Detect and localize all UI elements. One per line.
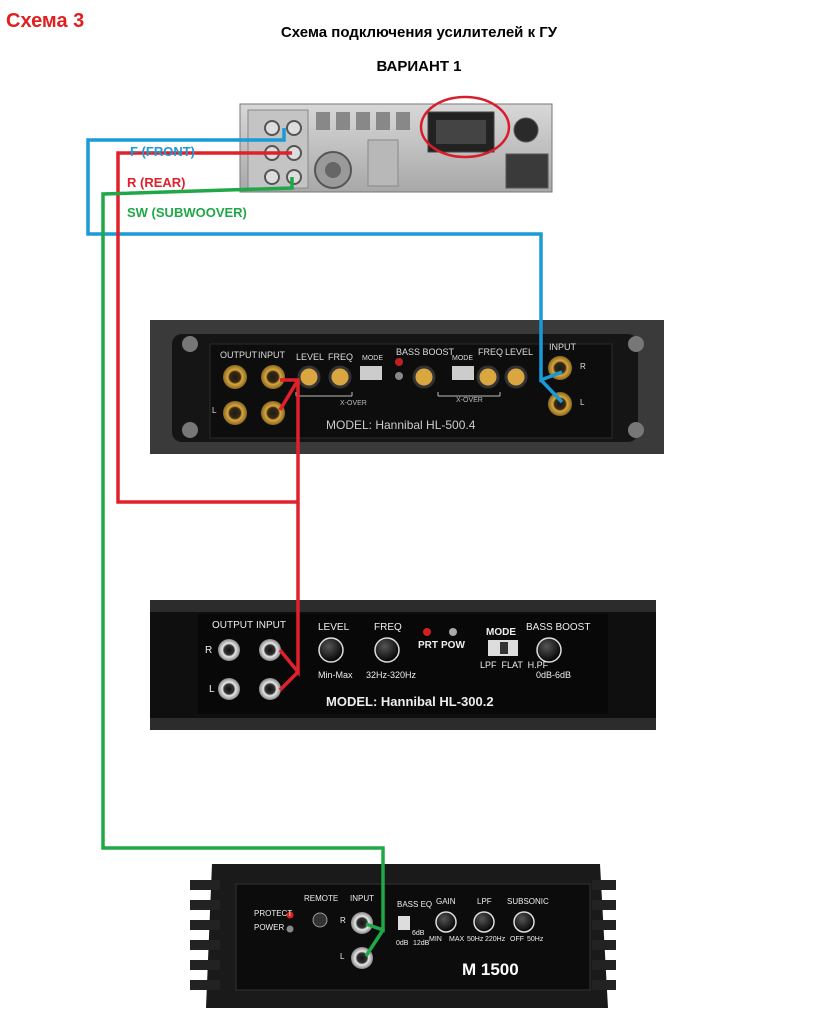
amp1-lpf-label: LPF xyxy=(477,897,492,906)
rca-front-icon xyxy=(264,120,280,136)
amp2-freq-label: FREQ xyxy=(374,622,402,633)
amp1-sub-off: OFF xyxy=(510,936,524,943)
amp1-power-label: POWER xyxy=(254,923,285,932)
amp4-l-out-label: L xyxy=(212,406,217,415)
amp1-bass-eq-label: BASS EQ xyxy=(397,900,433,909)
amp4-r-label: R xyxy=(580,362,586,371)
amp2-bass-boost-label: BASS BOOST xyxy=(526,622,591,633)
amp1-protect-label: PROTECT xyxy=(254,909,293,918)
amp1-gain-max: MAX xyxy=(449,936,465,943)
amp2-output-label: OUTPUT xyxy=(212,620,254,631)
amp4-freq-label: FREQ xyxy=(328,352,354,362)
variant-label: ВАРИАНТ 1 xyxy=(376,58,462,75)
amp1-input-label: INPUT xyxy=(350,894,374,903)
legend-sub: SW (SUBWOOVER) xyxy=(127,205,247,220)
amp2-input-label: INPUT xyxy=(256,620,286,631)
rca-front-icon xyxy=(286,120,302,136)
diagram-title: Схема подключения усилителей к ГУ xyxy=(280,24,558,41)
amp2-model-label: MODEL: Hannibal HL-300.2 xyxy=(326,694,494,709)
amp4-input-label: INPUT xyxy=(258,350,285,360)
amplifier-hl-300-2 xyxy=(150,600,656,730)
amp4-level-label: LEVEL xyxy=(296,352,325,362)
wire-front xyxy=(86,128,564,404)
amp1-l-label: L xyxy=(340,952,345,961)
amp1-eq-0: 0dB xyxy=(396,940,409,947)
amp2-mode-options: LPF FLAT H.PF xyxy=(480,660,549,670)
connector-highlight xyxy=(419,95,511,159)
amp4-freq2-label: FREQ xyxy=(478,347,504,357)
amp1-lpf-50: 50Hz xyxy=(467,936,484,943)
amp1-remote-label: REMOTE xyxy=(304,894,339,903)
amp4-level2-label: LEVEL xyxy=(505,347,534,357)
amp2-level-range: Min-Max xyxy=(318,670,353,680)
amp1-lpf-220: 220Hz xyxy=(485,936,506,943)
head-unit xyxy=(239,95,553,193)
amplifier-hl-500-4 xyxy=(150,320,664,454)
legend-rear: R (REAR) xyxy=(127,175,186,190)
amp2-prt-label: PRT xyxy=(418,640,438,651)
amp4-xover-label: X-OVER xyxy=(340,400,367,407)
amp1-eq-6: 6dB xyxy=(412,930,425,937)
amp2-bass-range: 0dB-6dB xyxy=(536,670,572,680)
amp2-level-label: LEVEL xyxy=(318,622,350,633)
amp2-r-label: R xyxy=(205,645,213,656)
amp4-l-label: L xyxy=(580,398,585,407)
amp2-mode-label: MODE xyxy=(486,627,516,638)
rca-sub-icon xyxy=(286,169,302,185)
amp2-l-label: L xyxy=(209,684,215,695)
amp4-input2-label: INPUT xyxy=(549,342,576,352)
amp4-output-label: OUTPUT xyxy=(220,350,257,360)
amp1-subsonic-label: SUBSONIC xyxy=(507,897,549,906)
amp4-mode-label: MODE xyxy=(362,355,383,362)
amp1-sub-50: 50Hz xyxy=(527,936,544,943)
amp4-mode2-label: MODE xyxy=(452,355,473,362)
amp4-bass-boost-label: BASS BOOST xyxy=(396,347,455,357)
rca-sub-icon xyxy=(264,169,280,185)
legend-front: F (FRONT) xyxy=(130,144,195,159)
wire-rear xyxy=(116,151,300,692)
amp4-model-label: MODEL: Hannibal HL-500.4 xyxy=(326,418,476,432)
scheme-label: Схема 3 xyxy=(6,10,85,32)
amp2-freq-range: 32Hz-320Hz xyxy=(366,670,417,680)
amp2-pow-label: POW xyxy=(441,640,465,651)
wire-sub xyxy=(101,177,385,957)
amp1-gain-label: GAIN xyxy=(436,897,456,906)
antenna-jack-icon xyxy=(513,117,539,143)
amp4-xover2-label: X-OVER xyxy=(456,397,483,404)
amp1-gain-min: MIN xyxy=(429,936,442,943)
amp1-model-label: M 1500 xyxy=(462,960,519,979)
amplifier-m-1500 xyxy=(190,864,616,1008)
amp1-r-label: R xyxy=(340,916,346,925)
amp1-eq-12: 12dB xyxy=(413,940,430,947)
